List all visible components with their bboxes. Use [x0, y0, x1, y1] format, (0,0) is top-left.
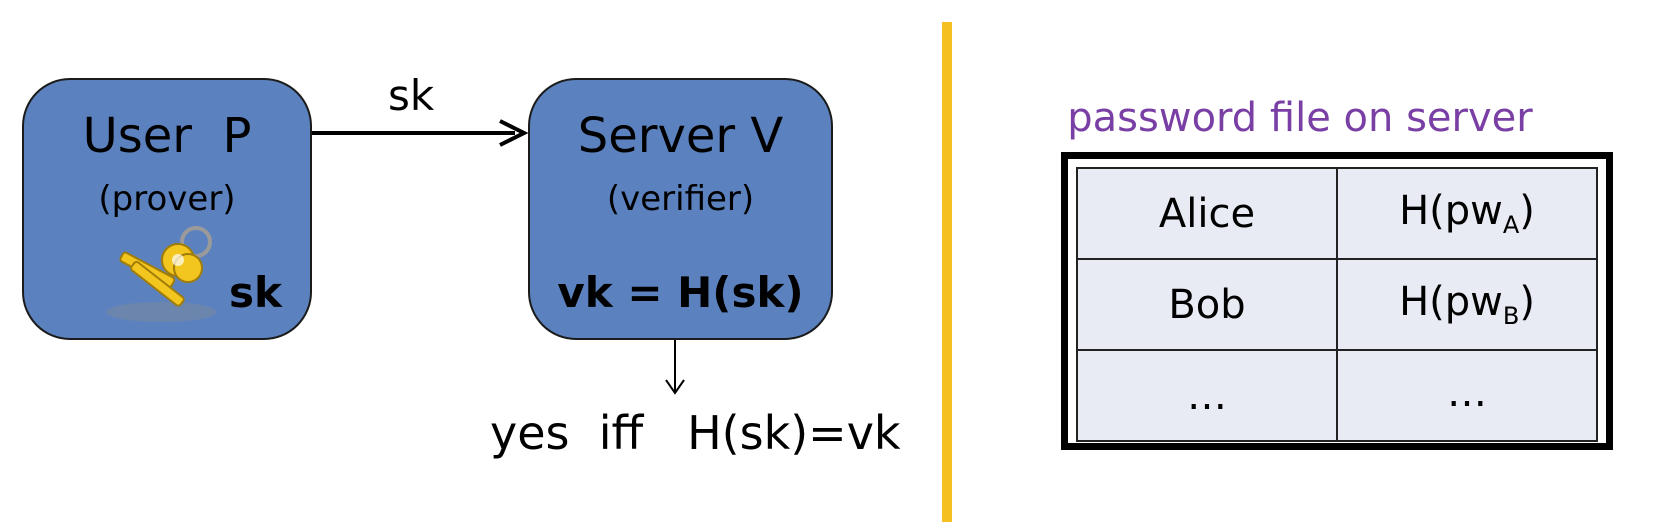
password-file-caption: password file on server — [1067, 95, 1533, 141]
user-name-cell: Alice — [1076, 167, 1338, 260]
verify-arrow-head — [665, 379, 685, 395]
password-table: Alice H(pwA) Bob H(pwB) … … — [1076, 167, 1598, 442]
hash-close: ) — [1519, 188, 1535, 234]
user-subtitle: (prover) — [98, 179, 236, 219]
password-hash-cell: H(pwB) — [1336, 258, 1598, 351]
verification-condition-label: yes iff H(sk)=vk — [490, 406, 901, 460]
server-subtitle: (verifier) — [606, 179, 755, 219]
password-hash-cell: … — [1336, 349, 1598, 442]
section-divider — [942, 22, 952, 522]
password-file-frame: Alice H(pwA) Bob H(pwB) … … — [1061, 152, 1613, 450]
user-secret-key-label: sk — [229, 268, 282, 317]
table-row: … … — [1076, 349, 1598, 442]
user-title: User P — [82, 108, 252, 164]
hash-text: … — [1447, 370, 1487, 416]
hash-text: H(pw — [1399, 188, 1503, 234]
server-verification-key-label: vk = H(sk) — [557, 268, 804, 317]
server-verifier-box: Server V (verifier) vk = H(sk) — [528, 78, 833, 340]
user-name-cell: Bob — [1076, 258, 1338, 351]
hash-subscript: A — [1502, 211, 1520, 239]
hash-subscript: B — [1502, 302, 1520, 330]
server-title: Server V — [577, 108, 784, 164]
sk-arrow-label: sk — [388, 71, 435, 120]
password-hash-cell: H(pwA) — [1336, 167, 1598, 260]
hash-text: H(pw — [1399, 279, 1503, 325]
user-prover-box: User P (prover) sk — [22, 78, 312, 340]
user-name-cell: … — [1076, 349, 1338, 442]
keys-icon — [106, 226, 216, 322]
hash-close: ) — [1519, 279, 1535, 325]
table-row: Alice H(pwA) — [1076, 167, 1598, 260]
sk-arrow-head — [499, 119, 529, 147]
table-row: Bob H(pwB) — [1076, 258, 1598, 351]
